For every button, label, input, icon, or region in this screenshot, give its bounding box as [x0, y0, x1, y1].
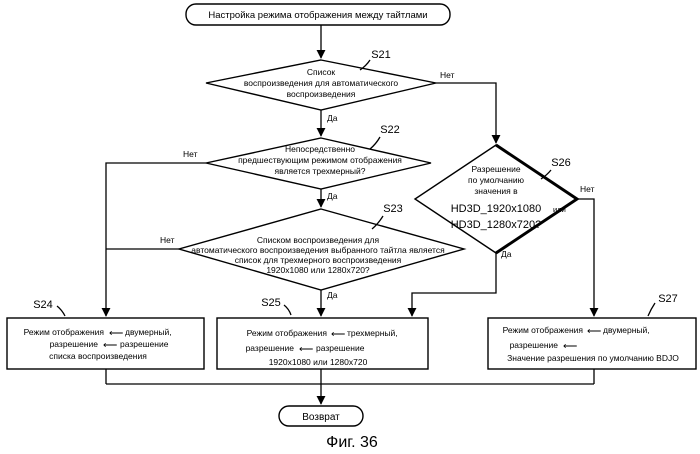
- s26-yes-label: Да: [501, 249, 512, 259]
- s27-line2a: разрешение: [510, 340, 559, 350]
- s23-line3: список для трехмерного воспроизведения: [235, 255, 402, 265]
- s25-line1a: Режим отображения: [247, 328, 328, 338]
- s27-arrow2: ⟵: [563, 341, 577, 352]
- s23-step-label: S23: [383, 203, 403, 215]
- s22-line2: предшествующим режимом отображения: [238, 155, 402, 165]
- s27-line1a: Режим отображения: [503, 325, 584, 335]
- s24-line2a: разрешение: [50, 339, 99, 349]
- s25-arrow2: ⟵: [299, 344, 313, 355]
- s22-line1: Непосредственно: [285, 144, 355, 154]
- s22-no-label: Нет: [183, 149, 198, 159]
- s26-line2: по умолчанию: [468, 175, 525, 185]
- s26-line3: значения в: [474, 186, 518, 196]
- s24-line2b: разрешение: [120, 339, 169, 349]
- s27-step-label: S27: [658, 293, 678, 305]
- s25-step-label: S25: [261, 297, 281, 309]
- s26-step-label: S26: [551, 157, 571, 169]
- s23-yes-label: Да: [327, 290, 338, 300]
- s25-line2b: разрешение: [316, 343, 365, 353]
- s25-arrow1: ⟵: [331, 329, 345, 340]
- s25-line1b: трехмерный,: [347, 328, 398, 338]
- end-label: Возврат: [302, 412, 340, 423]
- s21-line2: воспроизведения для автоматического: [244, 78, 399, 88]
- s25-line3: 1920x1080 или 1280x720: [269, 357, 368, 367]
- s24-arrow2: ⟵: [103, 340, 117, 351]
- s27-arrow1: ⟵: [587, 326, 601, 337]
- s24-step-label: S24: [33, 299, 53, 311]
- s25-line2a: разрешение: [246, 343, 295, 353]
- s26-line1: Разрешение: [471, 164, 520, 174]
- s24-line3: списка воспроизведения: [49, 351, 147, 361]
- s26-line5: HD3D_1280x720?: [451, 219, 542, 231]
- s23-no-label: Нет: [160, 235, 175, 245]
- s27-line3: Значение разрешения по умолчанию BDJO: [507, 353, 679, 363]
- s26-line4a: HD3D_1920x1080: [451, 203, 542, 215]
- s22-yes-label: Да: [327, 191, 338, 201]
- s21-no-label: Нет: [440, 70, 455, 80]
- start-label: Настройка режима отображения между тайтл…: [208, 10, 427, 21]
- s23-line1: Списком воспроизведения для: [257, 235, 380, 245]
- s26-no-label: Нет: [580, 184, 595, 194]
- s26-line4b: или: [553, 205, 566, 214]
- s24-arrow1: ⟵: [109, 328, 123, 339]
- s21-line3: воспроизведения: [287, 89, 356, 99]
- s22-line3: является трехмерный?: [275, 166, 366, 176]
- s21-step-label: S21: [371, 49, 391, 61]
- s24-line1b: двумерный,: [125, 327, 172, 337]
- s23-line4: 1920x1080 или 1280x720?: [266, 265, 370, 275]
- s23-line2: автоматического воспроизведения выбранно…: [191, 245, 445, 255]
- figure-caption: Фиг. 36: [326, 434, 378, 451]
- s21-line1: Список: [307, 67, 336, 77]
- s24-line1a: Режим отображения: [24, 327, 105, 337]
- s21-yes-label: Да: [327, 113, 338, 123]
- s27-line1b: двумерный,: [603, 325, 650, 335]
- s22-step-label: S22: [380, 124, 400, 136]
